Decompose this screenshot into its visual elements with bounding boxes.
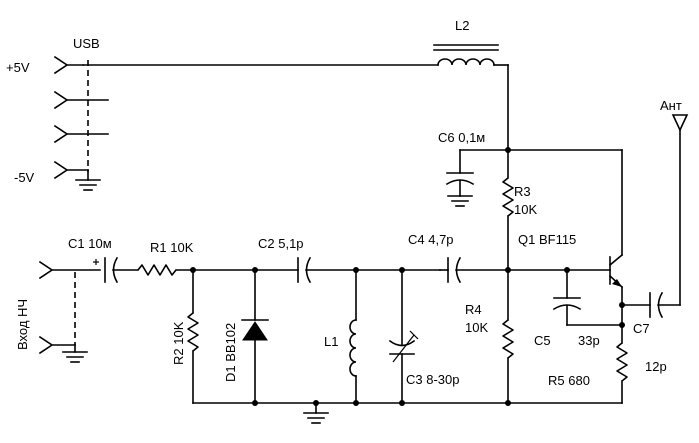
- l2-choke: [433, 44, 509, 179]
- r2-resistor: [187, 269, 199, 404]
- q1-label: Q1 BF115: [518, 232, 576, 247]
- usb-label: USB: [73, 36, 100, 51]
- c7-value: 12p: [645, 359, 667, 374]
- r3-label: R3: [514, 184, 531, 199]
- c5-label: C5: [534, 333, 551, 348]
- c3-label: C3 8-30p: [406, 372, 459, 387]
- c1-capacitor: [93, 256, 139, 284]
- r2-label: R2 10K: [171, 321, 186, 365]
- c4-label: C4 4,7p: [408, 232, 454, 247]
- c2-label: C2 5,1p: [258, 236, 304, 251]
- c5-capacitor: [552, 269, 623, 326]
- r4-label: R4: [465, 302, 482, 317]
- c7-label: C7: [633, 321, 650, 336]
- r1-resistor: [137, 264, 299, 276]
- l2-label: L2: [455, 18, 469, 33]
- d1-varicap: [241, 269, 269, 404]
- plus-5v-label: +5V: [6, 60, 30, 75]
- r3-value: 10K: [514, 202, 537, 217]
- antenna: [671, 114, 689, 306]
- c6-label: C6 0,1м: [438, 130, 485, 145]
- q1-transistor: [608, 253, 624, 344]
- c2-capacitor: [297, 256, 441, 284]
- usb-connector: [53, 55, 109, 191]
- r4-value: 10K: [465, 320, 488, 335]
- c4-capacitor: [439, 256, 611, 284]
- r5-label: R5 680: [548, 373, 590, 388]
- antenna-label: Ант: [660, 98, 682, 113]
- r5-resistor: [616, 342, 628, 404]
- r3-resistor: [502, 177, 514, 269]
- c5-value: 33p: [578, 333, 600, 348]
- d1-label: D1 BB102: [223, 323, 238, 382]
- l1-inductor: [349, 269, 357, 404]
- r4-resistor: [502, 269, 514, 404]
- c7-capacitor: [621, 291, 681, 319]
- l1-label: L1: [324, 334, 338, 349]
- c6-capacitor: [445, 149, 509, 207]
- ground-rail: [192, 402, 623, 424]
- r1-label: R1 10K: [150, 240, 194, 255]
- c1-label: C1 10м: [68, 236, 112, 251]
- minus-5v-label: -5V: [14, 170, 35, 185]
- audio-input-jack: [38, 260, 101, 363]
- audio-input-label: Вход НЧ: [15, 299, 30, 350]
- c3-trimmer: [388, 269, 419, 404]
